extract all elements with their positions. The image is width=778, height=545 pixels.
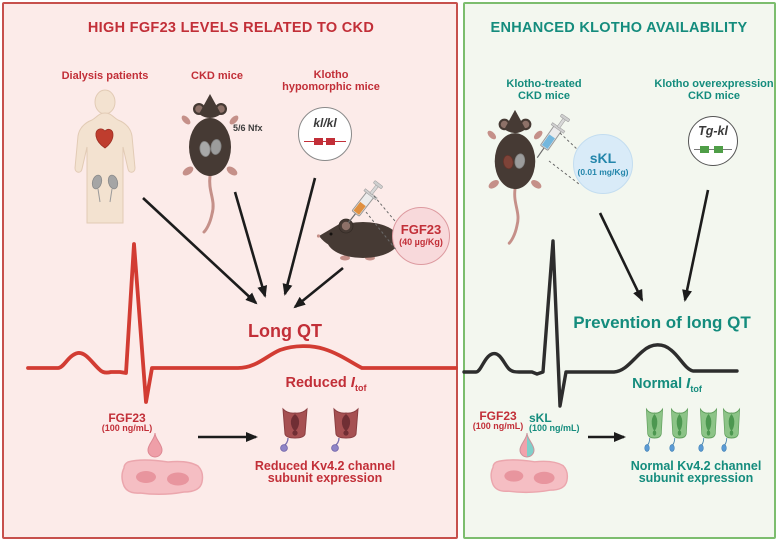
ckd-mouse-icon	[181, 94, 239, 234]
cardiomyocyte-icon	[121, 459, 204, 496]
fgf23-dose-circle: FGF23 (40 µg/Kg)	[392, 207, 450, 265]
klkl-gene-circle: kl/kl	[298, 107, 352, 161]
syringe-icon	[536, 113, 570, 159]
reduced-itof-label: Reduced Itof	[285, 374, 367, 393]
dialysis-patients-label: Dialysis patients	[61, 70, 149, 82]
fgf23-droplet-icon	[147, 432, 163, 458]
left-panel	[2, 2, 458, 539]
syringe-icon	[347, 180, 383, 224]
skl-dose-value: (0.01 mg/Kg)	[577, 167, 629, 177]
fgf23-dose-name: FGF23	[400, 222, 442, 237]
ckd-mice-label: CKD mice	[191, 70, 243, 82]
kv42-channel-icon	[280, 407, 308, 452]
klotho-treated-mouse-icon	[487, 109, 543, 245]
skl-dose-name: sKL	[589, 150, 617, 166]
long-qt-label: Long QT	[248, 321, 322, 341]
heart-icon	[95, 128, 114, 149]
ecg-trace-normal	[462, 239, 739, 408]
kv42-channel-icon	[721, 407, 741, 452]
fgf23-dose-value: (40 µg/Kg)	[399, 237, 443, 247]
gene-line	[304, 140, 346, 143]
convergence-arrows-left	[142, 177, 344, 442]
gene-box	[700, 145, 709, 153]
klkl-gene-label: kl/kl	[313, 116, 337, 130]
right-panel-title: ENHANCED KLOTHO AVAILABILITY	[490, 20, 748, 36]
fgf23-injected-mouse-icon	[316, 218, 418, 261]
fgf23-stim-label-right: FGF23 (100 ng/mL)	[472, 409, 524, 431]
klotho-overexpression-label: Klotho overexpression CKD mice	[654, 78, 774, 102]
skl-stim-label: sKL (100 ng/mL)	[529, 411, 580, 433]
normal-itof-label: Normal Itof	[632, 375, 702, 394]
nfx-label: 5/6 Nfx	[233, 123, 263, 133]
normal-kv42-label: Normal Kv4.2 channel subunit expression	[630, 459, 762, 485]
callout-lines-left	[365, 195, 398, 252]
kv42-channel-icon	[669, 407, 689, 452]
prevention-long-qt-label: Prevention of long QT	[573, 313, 751, 332]
gene-box	[314, 137, 323, 145]
ecg-trace-long-qt	[26, 242, 458, 404]
klotho-hypomorphic-label: Klotho hypomorphic mice	[282, 69, 380, 93]
klotho-treated-label: Klotho-treated CKD mice	[506, 78, 582, 102]
fgf23-stim-label: FGF23 (100 ng/mL)	[101, 411, 153, 433]
convergence-arrows-right	[588, 189, 710, 442]
tgkl-gene-label: Tg-kl	[698, 124, 728, 138]
gene-line	[694, 148, 732, 151]
cardiomyocyte-icon	[490, 459, 569, 494]
fgf23-skl-droplet-icon	[519, 432, 535, 458]
kv42-channel-icon	[698, 407, 718, 452]
reduced-kv42-label: Reduced Kv4.2 channel subunit expression	[254, 459, 396, 485]
gene-box	[714, 145, 723, 153]
gene-box	[326, 137, 335, 145]
callout-lines-right	[548, 132, 580, 185]
skl-dose-circle: sKL (0.01 mg/Kg)	[573, 134, 633, 194]
kv42-channel-icon	[644, 407, 664, 452]
kv42-channel-icon	[331, 407, 359, 452]
tgkl-gene-circle: Tg-kl	[688, 116, 738, 166]
left-panel-title: HIGH FGF23 LEVELS RELATED TO CKD	[87, 20, 375, 36]
dialysis-patient-icon	[74, 89, 136, 224]
kidneys-icon	[91, 174, 119, 203]
